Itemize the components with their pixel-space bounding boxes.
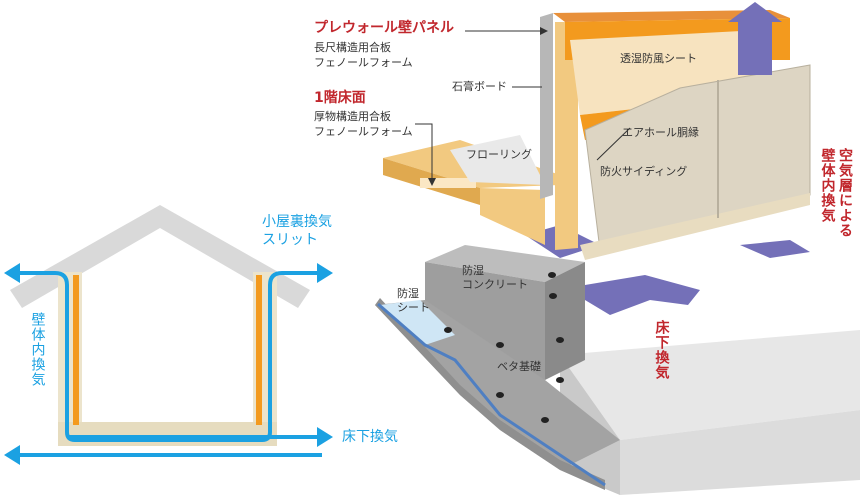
flooring-label: フローリング [466, 148, 532, 161]
leader-lines [415, 30, 631, 183]
arrow-right-underfloor [317, 427, 333, 447]
wall-panel-face [555, 22, 578, 250]
batten-label: エアホール胴縁 [622, 126, 699, 139]
wall-vent-house-label: 壁体内換気 [29, 312, 46, 387]
panel-line2: フェノールフォーム [314, 56, 413, 69]
wall-panel-top [553, 10, 790, 22]
floor-foam [420, 178, 476, 188]
attic-slit-label: 小屋裏換気 スリット [262, 214, 332, 248]
underfloor-arrow-main [585, 275, 700, 315]
underfloor-arrow-right [740, 240, 810, 258]
underfloor-vent-house-label: 床下換気 [342, 429, 398, 445]
floor-line1: 厚物構造用合板 [314, 110, 391, 123]
stem-wall-side [545, 262, 585, 380]
leader-arrow-panel [540, 27, 548, 35]
siding-bottom-trim [580, 193, 810, 260]
wall-air-arrow [728, 2, 782, 72]
anchor-bolts [444, 272, 564, 423]
siding [584, 64, 811, 251]
slab-edge [377, 302, 606, 487]
house-section [4, 205, 333, 465]
panel-line1: 長尺構造用合板 [314, 41, 391, 54]
ground-top [560, 330, 860, 440]
siding-label: 防火サイディング [600, 165, 688, 178]
stem-wall-top [425, 245, 585, 282]
wall-air-vertical-label: 空気層による 壁体内換気 [819, 148, 854, 238]
arrow-left-floor [4, 445, 20, 465]
arrow-right-top [317, 263, 333, 283]
plasterboard [540, 13, 553, 199]
house-base [58, 422, 277, 446]
breather-label: 透湿防風シート [620, 52, 697, 65]
house-airflow-loop [18, 271, 318, 442]
left-foam [73, 275, 79, 425]
wall-air-shaft [738, 60, 772, 75]
floor-title: 1階床面 [314, 90, 366, 106]
wall-foundation-3d [375, 2, 860, 495]
damp-sheet [380, 300, 455, 345]
dampproof-sheet-label: 防湿 シート [397, 287, 430, 314]
plasterboard-label: 石膏ボード [452, 80, 507, 93]
leader-arrow-floor [428, 178, 436, 186]
roof [10, 205, 310, 308]
ground-right [620, 410, 860, 495]
floor-joist [480, 188, 545, 245]
mat-foundation-label: ベタ基礎 [497, 360, 541, 373]
panel-title: プレウォール壁パネル [314, 20, 454, 36]
right-foam [256, 275, 262, 425]
flooring-surface [450, 135, 545, 185]
arrow-left-top [4, 263, 20, 283]
dampproof-concrete-label: 防湿 コンクリート [462, 264, 528, 291]
floor-line2: フェノールフォーム [314, 125, 413, 138]
slab-top [375, 300, 620, 470]
underfloor-vent-vertical-label: 床下換気 [653, 320, 670, 380]
